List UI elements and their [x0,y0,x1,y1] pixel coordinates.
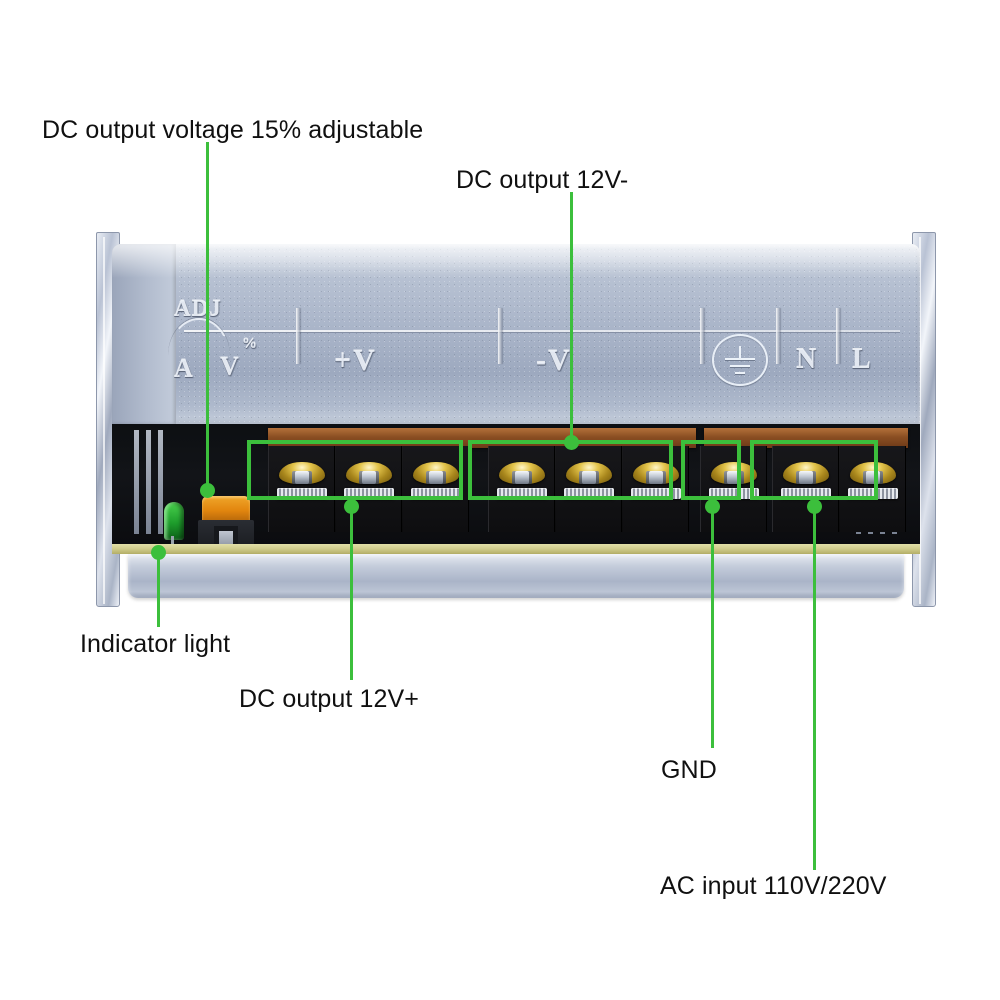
terminal-cell[interactable] [269,446,335,532]
cover-divider-tick [700,308,704,364]
negative-output-terminals[interactable] [488,446,689,532]
percent-marking: % [242,336,257,352]
leader-dot-dc-negative [564,435,579,450]
leader-line-dc-negative [570,192,573,442]
vent-slot [146,430,151,534]
terminal-screw[interactable] [850,462,896,484]
terminal-screw[interactable] [633,462,679,484]
pcb-edge [112,544,920,554]
annotation-label-adjust: DC output voltage 15% adjustable [42,116,424,144]
annotation-label-gnd: GND [661,756,717,784]
clamp-plate [497,488,547,499]
clamp-plate [344,488,394,499]
positive-voltage-marking: +V [334,344,377,377]
clamp-plate [631,488,681,499]
led-indicator [164,502,184,550]
terminal-cell[interactable] [840,446,906,532]
switching-power-supply: ADJ A V % +V -V N L [96,232,936,607]
leader-dot-indicator [151,545,166,560]
clamp-plate [781,488,831,499]
leader-dot-dc-positive [344,499,359,514]
highlight-ac-input-terminals [750,440,878,500]
annotation-label-indicator: Indicator light [80,630,231,658]
cover-highlight [112,244,920,278]
highlight-ground-terminal [681,440,741,500]
terminal-screw[interactable] [413,462,459,484]
adj-arc-marking [168,318,230,356]
leader-dot-ac [807,499,822,514]
adjustment-potentiometer[interactable] [202,496,250,522]
terminal-screw[interactable] [346,462,392,484]
ac-input-terminals[interactable] [772,446,906,532]
leader-line-ac [813,505,816,870]
leader-dot-adjust [200,483,215,498]
negative-voltage-marking: -V [536,344,572,377]
terminal-screw[interactable] [566,462,612,484]
leader-dot-gnd [705,499,720,514]
ampere-marking: A [174,354,195,383]
bottom-metal-lip [128,554,904,598]
clamp-plate [709,488,759,499]
adj-marking: ADJ [174,296,222,321]
cover-divider-tick [776,308,780,364]
terminal-cell[interactable] [403,446,469,532]
leader-line-gnd [711,505,714,748]
neutral-marking: N [796,344,819,375]
terminal-cell[interactable] [773,446,839,532]
terminal-screw[interactable] [783,462,829,484]
volt-marking: V [220,352,241,381]
terminal-screw[interactable] [279,462,325,484]
earth-ground-icon [712,334,768,386]
terminal-bay [112,424,920,552]
terminal-cell[interactable] [623,446,689,532]
terminal-screw[interactable] [499,462,545,484]
vent-slot [158,430,163,534]
terminal-cell[interactable] [336,446,402,532]
leader-line-dc-positive [350,505,353,680]
annotation-label-dc-negative: DC output 12V- [456,166,629,194]
vent-slot [134,430,139,534]
annotation-label-dc-positive: DC output 12V+ [239,685,419,713]
clamp-plate [848,488,898,499]
clamp-plate [277,488,327,499]
metal-cover: ADJ A V % +V -V N L [112,244,920,424]
cover-scribe-line [184,330,900,332]
annotation-label-ac: AC input 110V/220V [660,872,887,900]
line-marking: L [852,344,873,375]
clamp-plate [411,488,461,499]
leader-line-adjust [206,142,209,490]
leader-line-indicator [157,551,160,627]
cover-divider-tick [836,308,840,364]
positive-output-terminals[interactable] [268,446,469,532]
cover-divider-tick [296,308,300,364]
highlight-positive-output-terminals [247,440,463,500]
terminal-cell[interactable] [556,446,622,532]
terminal-cell[interactable] [489,446,555,532]
cover-divider-tick [498,308,502,364]
clamp-plate [564,488,614,499]
